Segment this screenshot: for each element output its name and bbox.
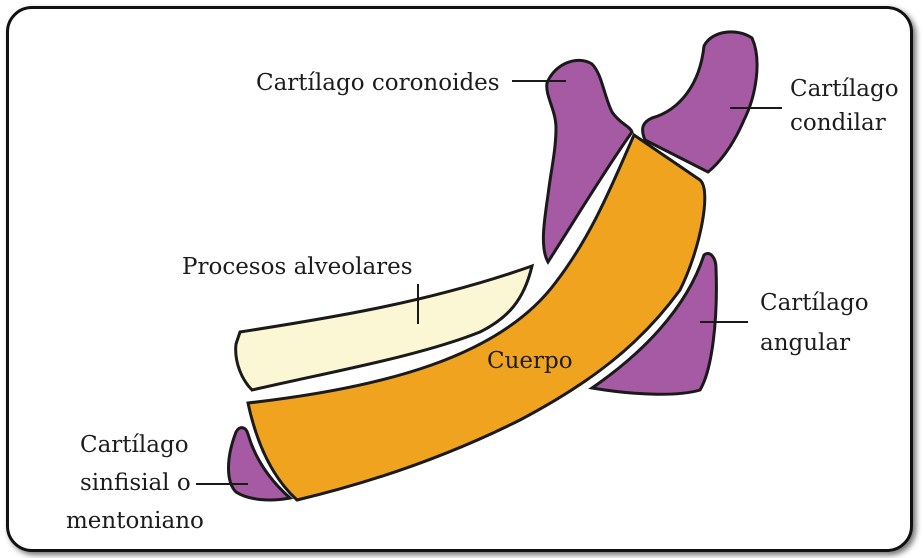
symphyseal-label-line2: sinfisial o <box>80 470 191 496</box>
alveolar-label: Procesos alveolares <box>182 254 413 280</box>
condylar-label-line2: condilar <box>790 110 886 136</box>
angular-label-line2: angular <box>760 330 850 356</box>
angular-label: Cartílago angular <box>760 290 876 356</box>
symphyseal-label-line1: Cartílago <box>80 432 189 458</box>
coronoid-label: Cartílago coronoides <box>256 70 500 96</box>
symphyseal-label: Cartílago sinfisial o mentoniano <box>66 432 204 534</box>
body-label: Cuerpo <box>487 348 573 374</box>
condylar-label: Cartílago condilar <box>790 76 906 136</box>
condylar-label-line1: Cartílago <box>790 76 899 102</box>
symphyseal-label-line3: mentoniano <box>66 508 204 534</box>
angular-label-line1: Cartílago <box>760 290 869 316</box>
